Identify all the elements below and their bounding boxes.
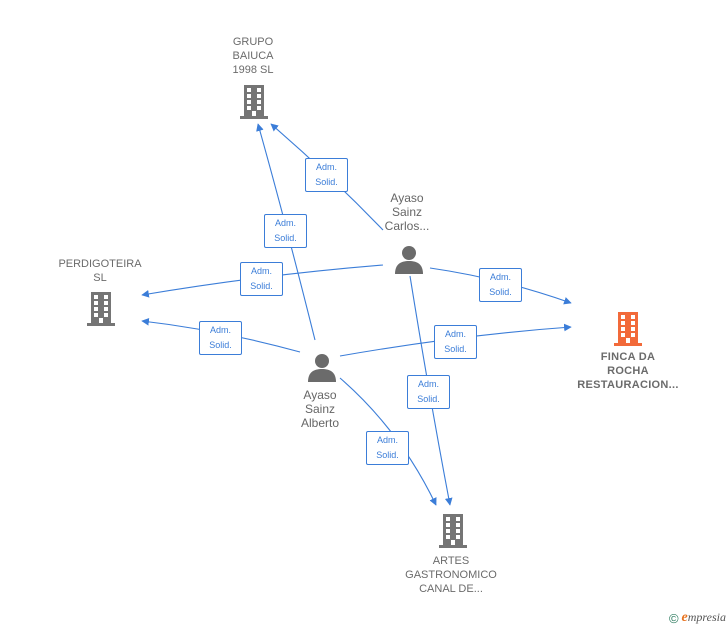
building-icon[interactable]: [437, 514, 469, 548]
footer-brand[interactable]: © empresia: [669, 610, 726, 626]
edge-badge-alberto-perdigoteira[interactable]: Adm. Solid.: [199, 321, 242, 355]
node-label-artes-gastronomico[interactable]: ARTES GASTRONOMICO CANAL DE...: [405, 555, 497, 595]
brand-logo: empresia: [681, 610, 726, 625]
edge-badge-alberto-grupo[interactable]: Adm. Solid.: [264, 214, 307, 248]
node-label-ayaso-alberto[interactable]: Ayaso Sainz Alberto: [300, 388, 340, 430]
copyright-symbol: ©: [668, 610, 679, 626]
building-icon[interactable]: [238, 85, 270, 119]
edge-badge-carlos-finca[interactable]: Adm. Solid.: [479, 268, 522, 302]
edge-badge-alberto-artes[interactable]: Adm. Solid.: [366, 431, 409, 465]
edge-badge-carlos-grupo[interactable]: Adm. Solid.: [305, 158, 348, 192]
building-icon[interactable]: [85, 292, 117, 326]
edge-badge-carlos-artes[interactable]: Adm. Solid.: [407, 375, 450, 409]
person-icon[interactable]: [394, 244, 424, 274]
building-icon[interactable]: [612, 312, 644, 346]
edge-badge-alberto-finca[interactable]: Adm. Solid.: [434, 325, 477, 359]
node-label-finca-da-rocha[interactable]: FINCA DA ROCHA RESTAURACION...: [577, 351, 679, 391]
person-icon[interactable]: [307, 352, 337, 382]
node-label-perdigoteira[interactable]: PERDIGOTEIRA SL: [58, 258, 142, 284]
edge-badge-carlos-perdigoteira[interactable]: Adm. Solid.: [240, 262, 283, 296]
node-label-grupo-baiuca[interactable]: GRUPO BAIUCA 1998 SL: [232, 36, 274, 76]
node-label-ayaso-carlos[interactable]: Ayaso Sainz Carlos...: [384, 191, 430, 233]
